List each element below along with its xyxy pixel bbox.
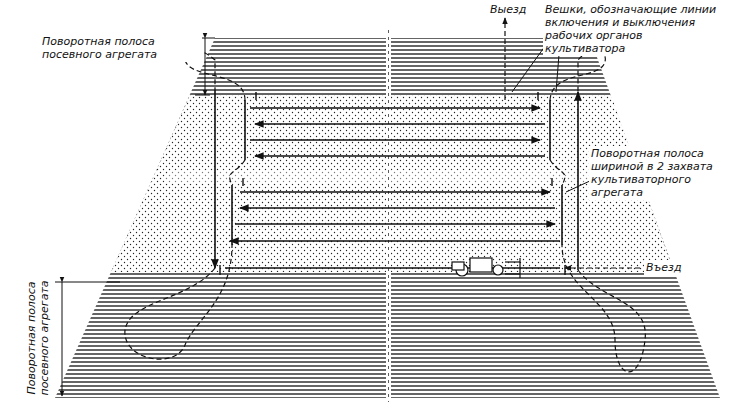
field-label: Поворотная полоса шириной в 2 захвата ку… [589,146,725,200]
field-label: Выезд [488,2,528,17]
field-label: Въезд [644,260,684,275]
tractor [452,258,520,278]
field-label: Вешки, обозначающие линии включения и вы… [543,2,725,56]
field-label: Поворотная полоса посевного агрегата [40,34,202,62]
field-label: Поворотная полоса посевного агрегата [24,276,52,400]
